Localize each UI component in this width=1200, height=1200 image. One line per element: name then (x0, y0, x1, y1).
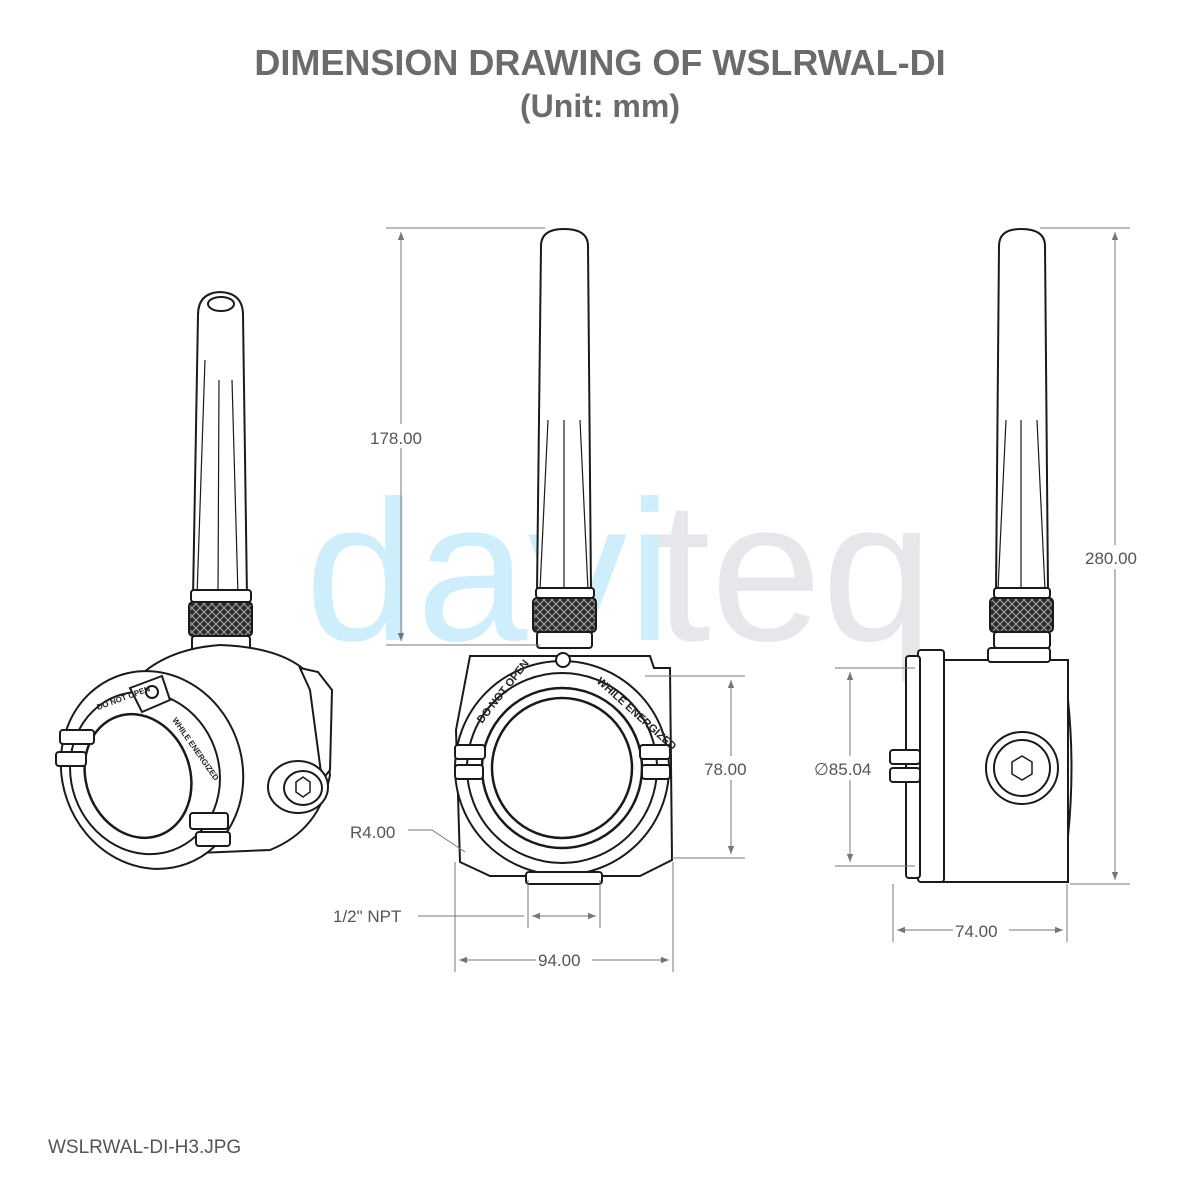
front-view: DO NOT OPEN WHILE ENERGIZED (454, 227, 678, 885)
side-view (889, 227, 1073, 883)
dim-total-height: 280.00 (1085, 549, 1137, 568)
iso-antenna (191, 290, 249, 599)
front-conduit-boss (525, 871, 603, 885)
dim-antenna-height: 178.00 (370, 429, 422, 448)
front-antenna (535, 227, 593, 593)
label-bg (368, 424, 434, 448)
iso-cover-window (83, 712, 193, 840)
dim-depth: 74.00 (955, 922, 998, 941)
dim-conduit-npt: 1/2" NPT (333, 907, 401, 926)
watermark-davi: davi (305, 460, 672, 683)
side-cover-flange (917, 649, 945, 883)
label-bg (953, 918, 1009, 942)
file-name-caption: WSLRWAL-DI-H3.JPG (48, 1137, 242, 1158)
isometric-view: DO NOT OPEN WHILE ENERGIZED (55, 290, 334, 870)
label-bg (702, 756, 758, 780)
label-bg (812, 756, 888, 780)
label-bg (536, 948, 592, 972)
front-cover-window (490, 696, 634, 840)
dim-housing-height: 78.00 (704, 760, 747, 779)
iso-knurl-nut (188, 601, 253, 637)
watermark-teq: teq (655, 460, 933, 683)
dim-width: 94.00 (538, 951, 581, 970)
side-antenna (994, 227, 1050, 593)
dim-diameter: ∅85.04 (814, 760, 871, 779)
label-bg (1083, 545, 1149, 569)
drawing-title: DIMENSION DRAWING OF WSLRWAL-DI (254, 42, 946, 83)
side-knurl-nut (989, 597, 1054, 633)
watermark: davi teq (305, 460, 933, 683)
drawing-unit-subtitle: (Unit: mm) (520, 88, 680, 124)
front-knurl-nut (532, 597, 597, 633)
dimension-labels: 178.00 280.00 78.00 ∅85.04 R4.00 1/2" NP… (333, 424, 1149, 972)
dim-radius: R4.00 (350, 823, 395, 842)
